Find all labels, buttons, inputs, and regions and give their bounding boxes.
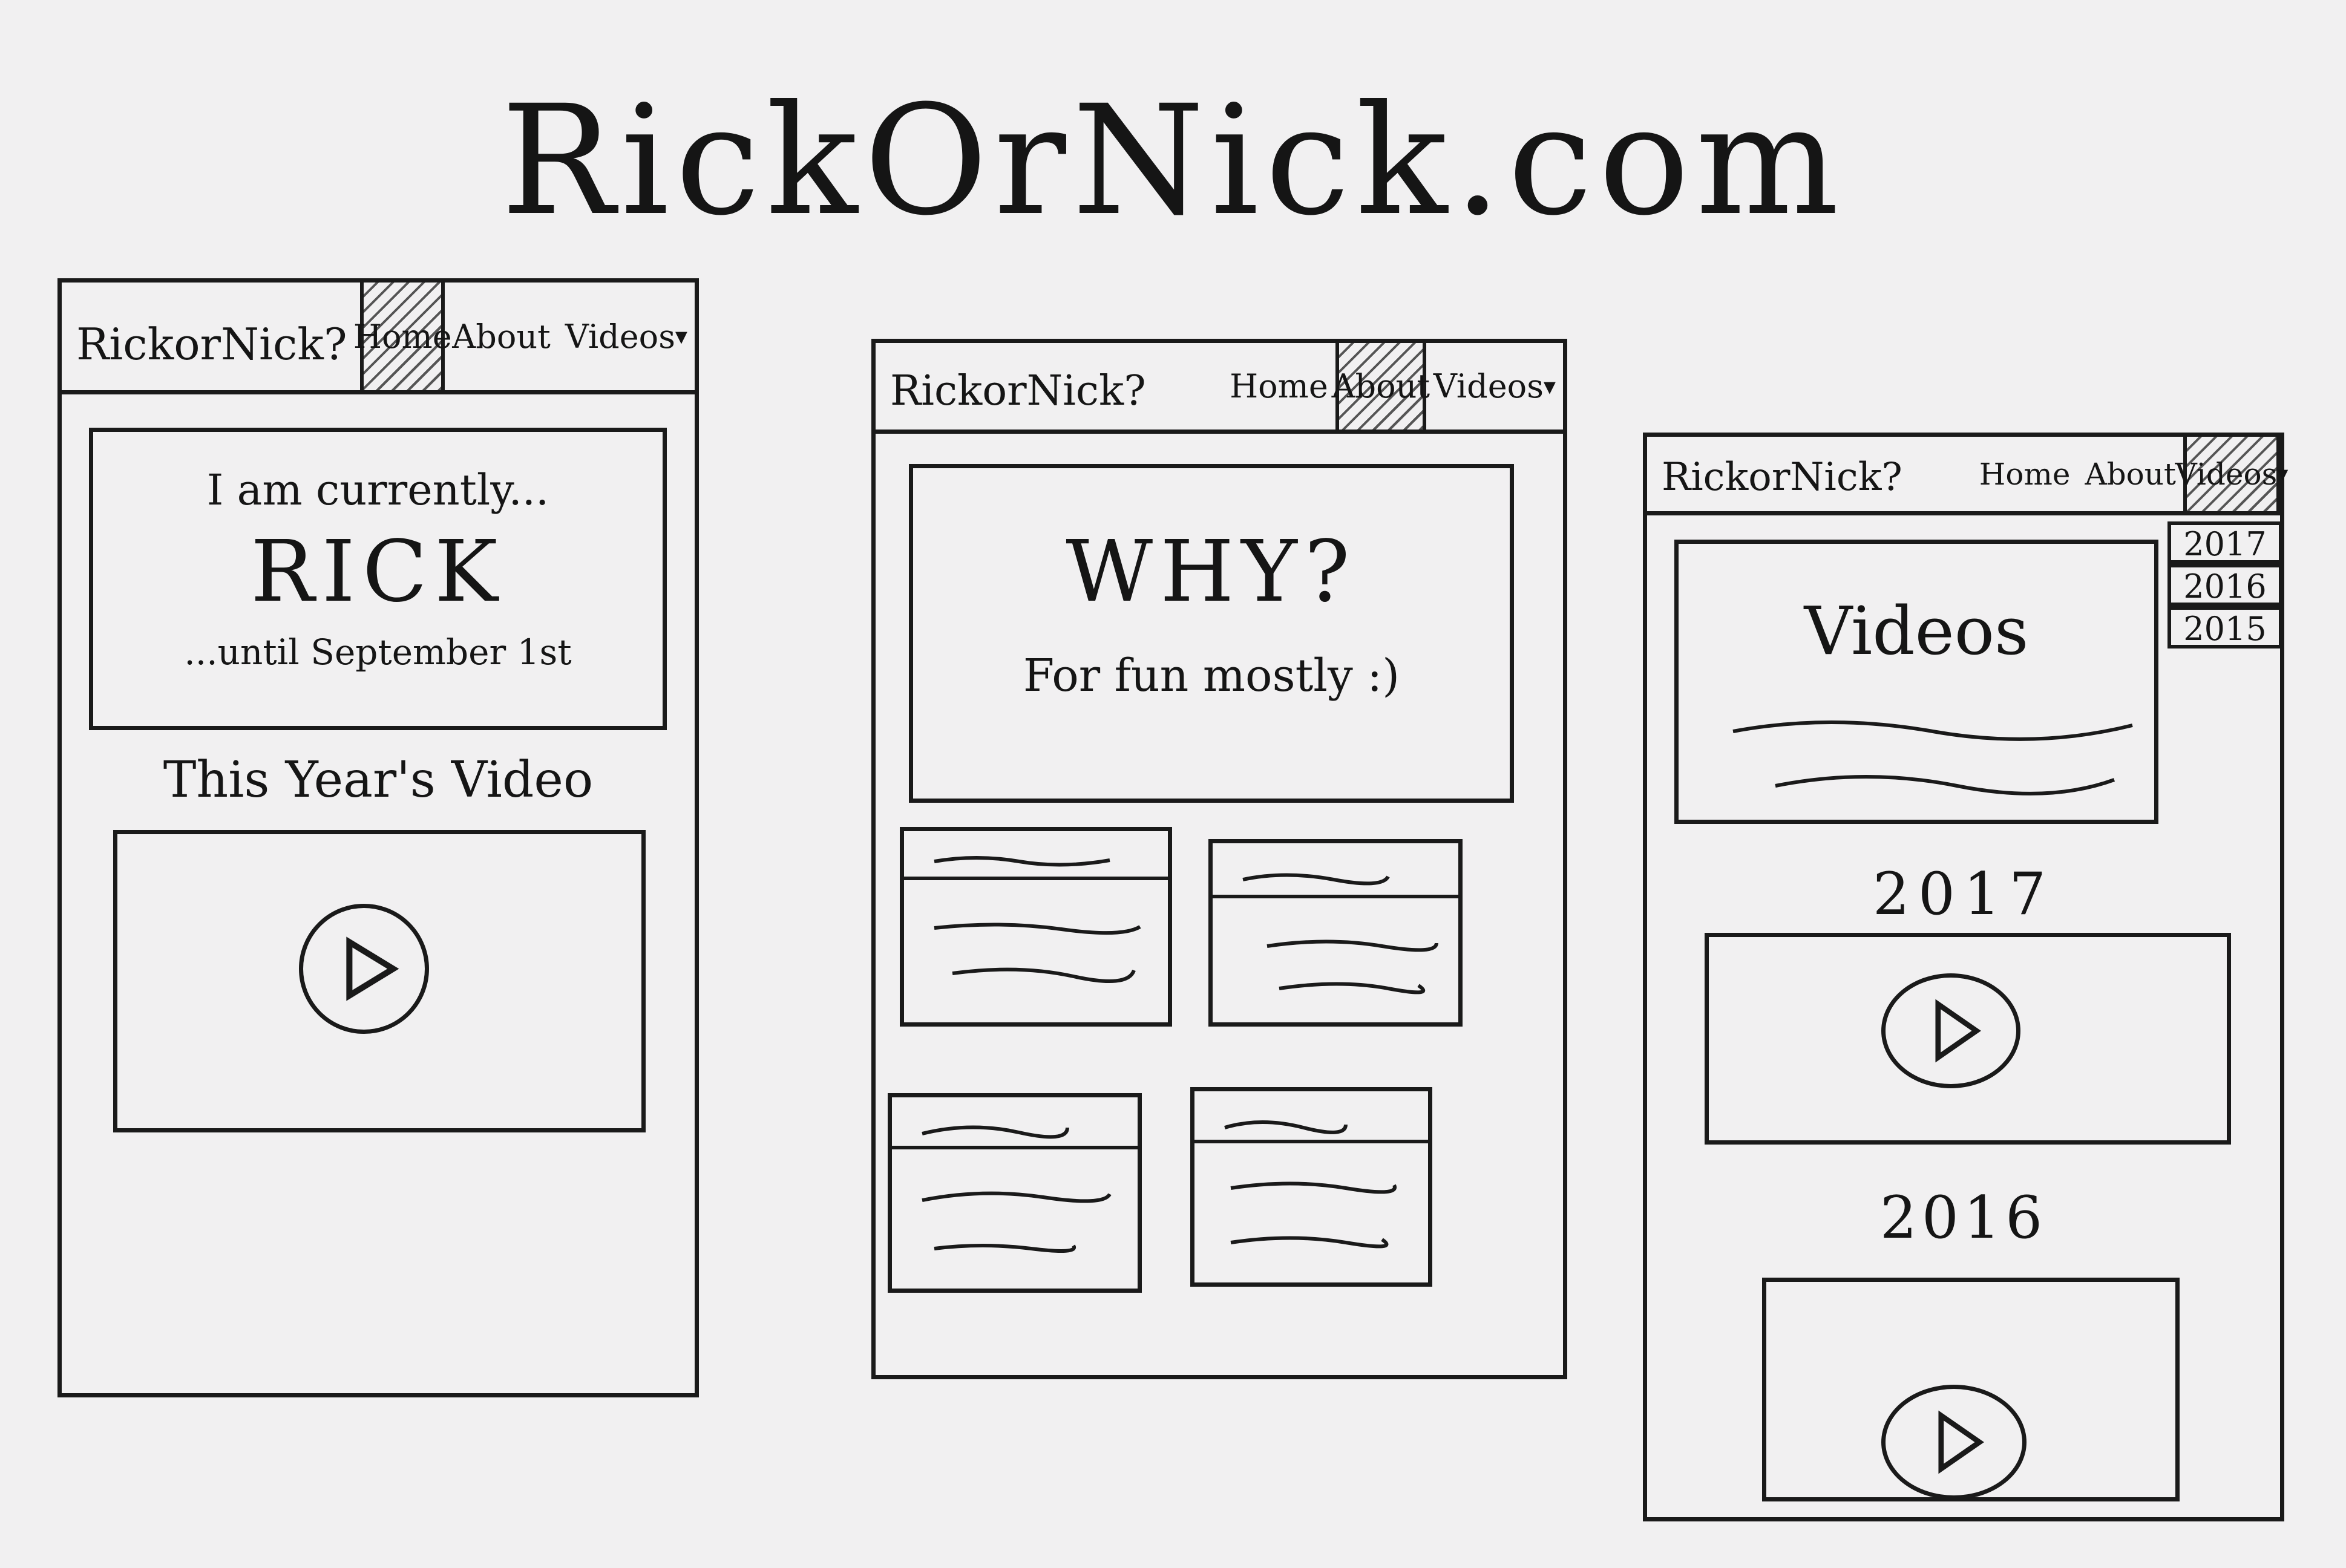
video-player[interactable] <box>113 830 646 1132</box>
nav-about-link[interactable]: About <box>1332 343 1430 430</box>
videos-dropdown-menu: 2017 2016 2015 <box>2167 521 2282 648</box>
chevron-down-icon: ▾ <box>675 322 687 350</box>
nav-about-link[interactable]: About <box>452 317 551 356</box>
year-heading-2016: 2016 <box>1879 1184 2048 1252</box>
chevron-down-icon: ▾ <box>1543 372 1556 400</box>
play-icon[interactable] <box>1881 973 2020 1088</box>
section-title: This Year's Video <box>163 751 594 809</box>
nav-links: Home About Videos ▾ <box>353 283 695 390</box>
brand-logo[interactable]: RickorNick? <box>76 319 347 370</box>
card-header <box>904 877 1168 880</box>
dropdown-item-2015[interactable]: 2015 <box>2167 606 2282 648</box>
sketch-title: RickOrNick.com <box>500 73 1846 249</box>
nav-videos-link[interactable]: Videos ▾ <box>1426 343 1563 430</box>
hero-status-text: RICK <box>251 523 505 621</box>
dropdown-item-2017[interactable]: 2017 <box>2167 521 2282 564</box>
dropdown-item-2016[interactable]: 2016 <box>2167 564 2282 606</box>
nav-links: Home About Videos ▾ <box>1222 343 1563 430</box>
nav-home-link[interactable]: Home <box>353 283 452 390</box>
info-card <box>888 1093 1142 1293</box>
about-hero: WHY? For fun mostly :) <box>909 464 1514 803</box>
year-heading-2017: 2017 <box>1872 860 2055 928</box>
play-triangle <box>1935 999 1981 1063</box>
nav-links: Home About Videos ▾ <box>1972 437 2288 511</box>
hero-intro-text: I am currently... <box>206 465 549 515</box>
play-icon[interactable] <box>299 904 429 1034</box>
hero-title: Videos <box>1804 592 2029 670</box>
navbar: RickorNick? Home About Videos ▾ <box>1647 437 2288 515</box>
hero-text-lines <box>1732 720 2133 795</box>
wireframe-videos-screen: RickorNick? Home About Videos ▾ 2017 201… <box>1643 433 2288 1521</box>
info-card <box>900 827 1172 1027</box>
hero-subtitle: For fun mostly :) <box>1023 650 1400 702</box>
play-triangle <box>346 936 399 1001</box>
navbar: RickorNick? Home About Videos ▾ <box>876 343 1563 434</box>
status-hero: I am currently... RICK ...until Septembe… <box>89 428 667 730</box>
nav-home-link[interactable]: Home <box>1979 456 2071 492</box>
video-player-2016[interactable] <box>1762 1278 2180 1501</box>
card-text-lines <box>1224 1120 1397 1249</box>
info-card <box>1190 1087 1432 1287</box>
chevron-down-icon: ▾ <box>2277 462 2289 486</box>
hero-until-text: ...until September 1st <box>184 632 572 673</box>
nav-about-link[interactable]: About <box>2085 456 2176 492</box>
card-text-lines <box>934 856 1141 983</box>
nav-videos-link[interactable]: Videos ▾ <box>558 283 695 390</box>
nav-videos-label: Videos <box>565 317 675 356</box>
brand-logo[interactable]: RickorNick? <box>1662 455 1902 500</box>
nav-videos-label: Videos <box>2175 456 2278 492</box>
wireframe-about-screen: RickorNick? Home About Videos ▾ WHY? For… <box>871 339 1567 1379</box>
card-header <box>1213 895 1458 898</box>
navbar: RickorNick? Home About Videos ▾ <box>62 283 695 394</box>
card-header <box>892 1146 1138 1149</box>
play-triangle <box>1938 1410 1984 1474</box>
video-player-2017[interactable] <box>1705 933 2231 1145</box>
wireframe-home-screen: RickorNick? Home About Videos ▾ I am cur… <box>57 278 699 1397</box>
brand-logo[interactable]: RickorNick? <box>890 367 1146 415</box>
hero-title: WHY? <box>1066 523 1357 621</box>
card-header <box>1194 1140 1428 1143</box>
nav-videos-label: Videos <box>1433 367 1544 405</box>
nav-videos-link[interactable]: Videos ▾ <box>2175 437 2288 511</box>
play-icon[interactable] <box>1881 1385 2027 1500</box>
nav-home-link[interactable]: Home <box>1230 367 1328 405</box>
info-card <box>1208 839 1463 1027</box>
card-text-lines <box>1242 873 1438 995</box>
videos-hero: Videos <box>1674 540 2158 824</box>
card-text-lines <box>922 1125 1112 1253</box>
